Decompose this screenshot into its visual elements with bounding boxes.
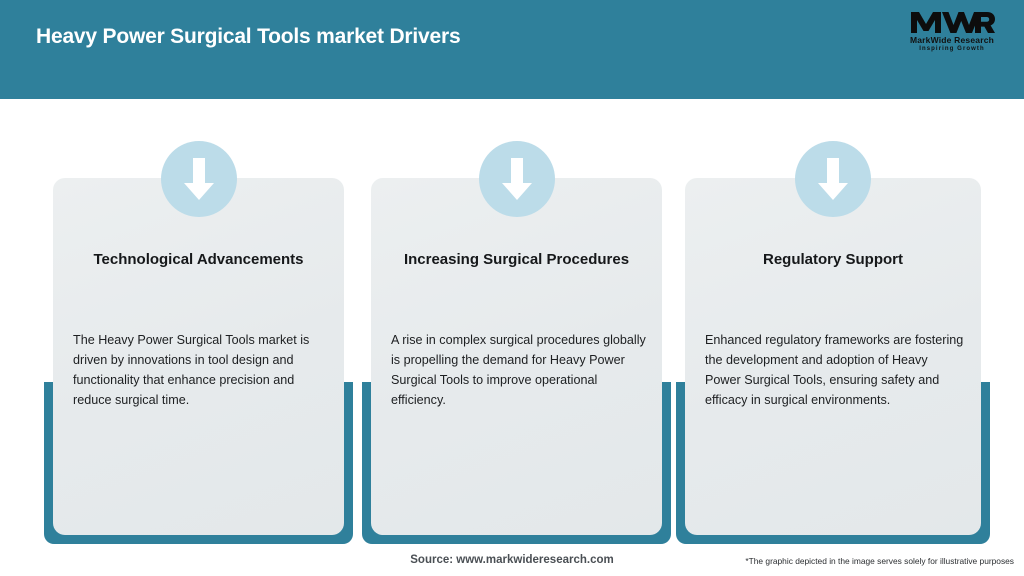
disclaimer-label: *The graphic depicted in the image serve… — [745, 556, 1014, 566]
page-title: Heavy Power Surgical Tools market Driver… — [36, 25, 461, 48]
logo-tagline: Inspiring Growth — [919, 46, 985, 52]
logo-mwr-icon — [898, 9, 1006, 35]
card-panel: Regulatory Support Enhanced regulatory f… — [685, 141, 981, 535]
card-body-text: Enhanced regulatory frameworks are foste… — [705, 333, 964, 407]
card-panel: Increasing Surgical Procedures A rise in… — [371, 141, 662, 535]
arrow-down-icon — [478, 141, 555, 217]
card-body-text: The Heavy Power Surgical Tools market is… — [73, 333, 310, 407]
arrow-down-icon — [160, 141, 237, 217]
card-heading: Increasing Surgical Procedures — [403, 251, 630, 268]
logo-company-name: MarkWide Research — [909, 35, 995, 45]
card-panel: Technological Advancements The Heavy Pow… — [53, 141, 344, 535]
card-body-text: A rise in complex surgical procedures gl… — [391, 333, 646, 407]
card-heading: Regulatory Support — [762, 251, 903, 268]
card-heading: Technological Advancements — [93, 251, 304, 268]
header-bar: Heavy Power Surgical Tools market Driver… — [0, 0, 1024, 99]
source-label: Source: www.markwideresearch.com — [410, 554, 614, 566]
brand-logo: MarkWide Research Inspiring Growth — [898, 9, 1006, 57]
arrow-down-icon — [795, 141, 871, 217]
